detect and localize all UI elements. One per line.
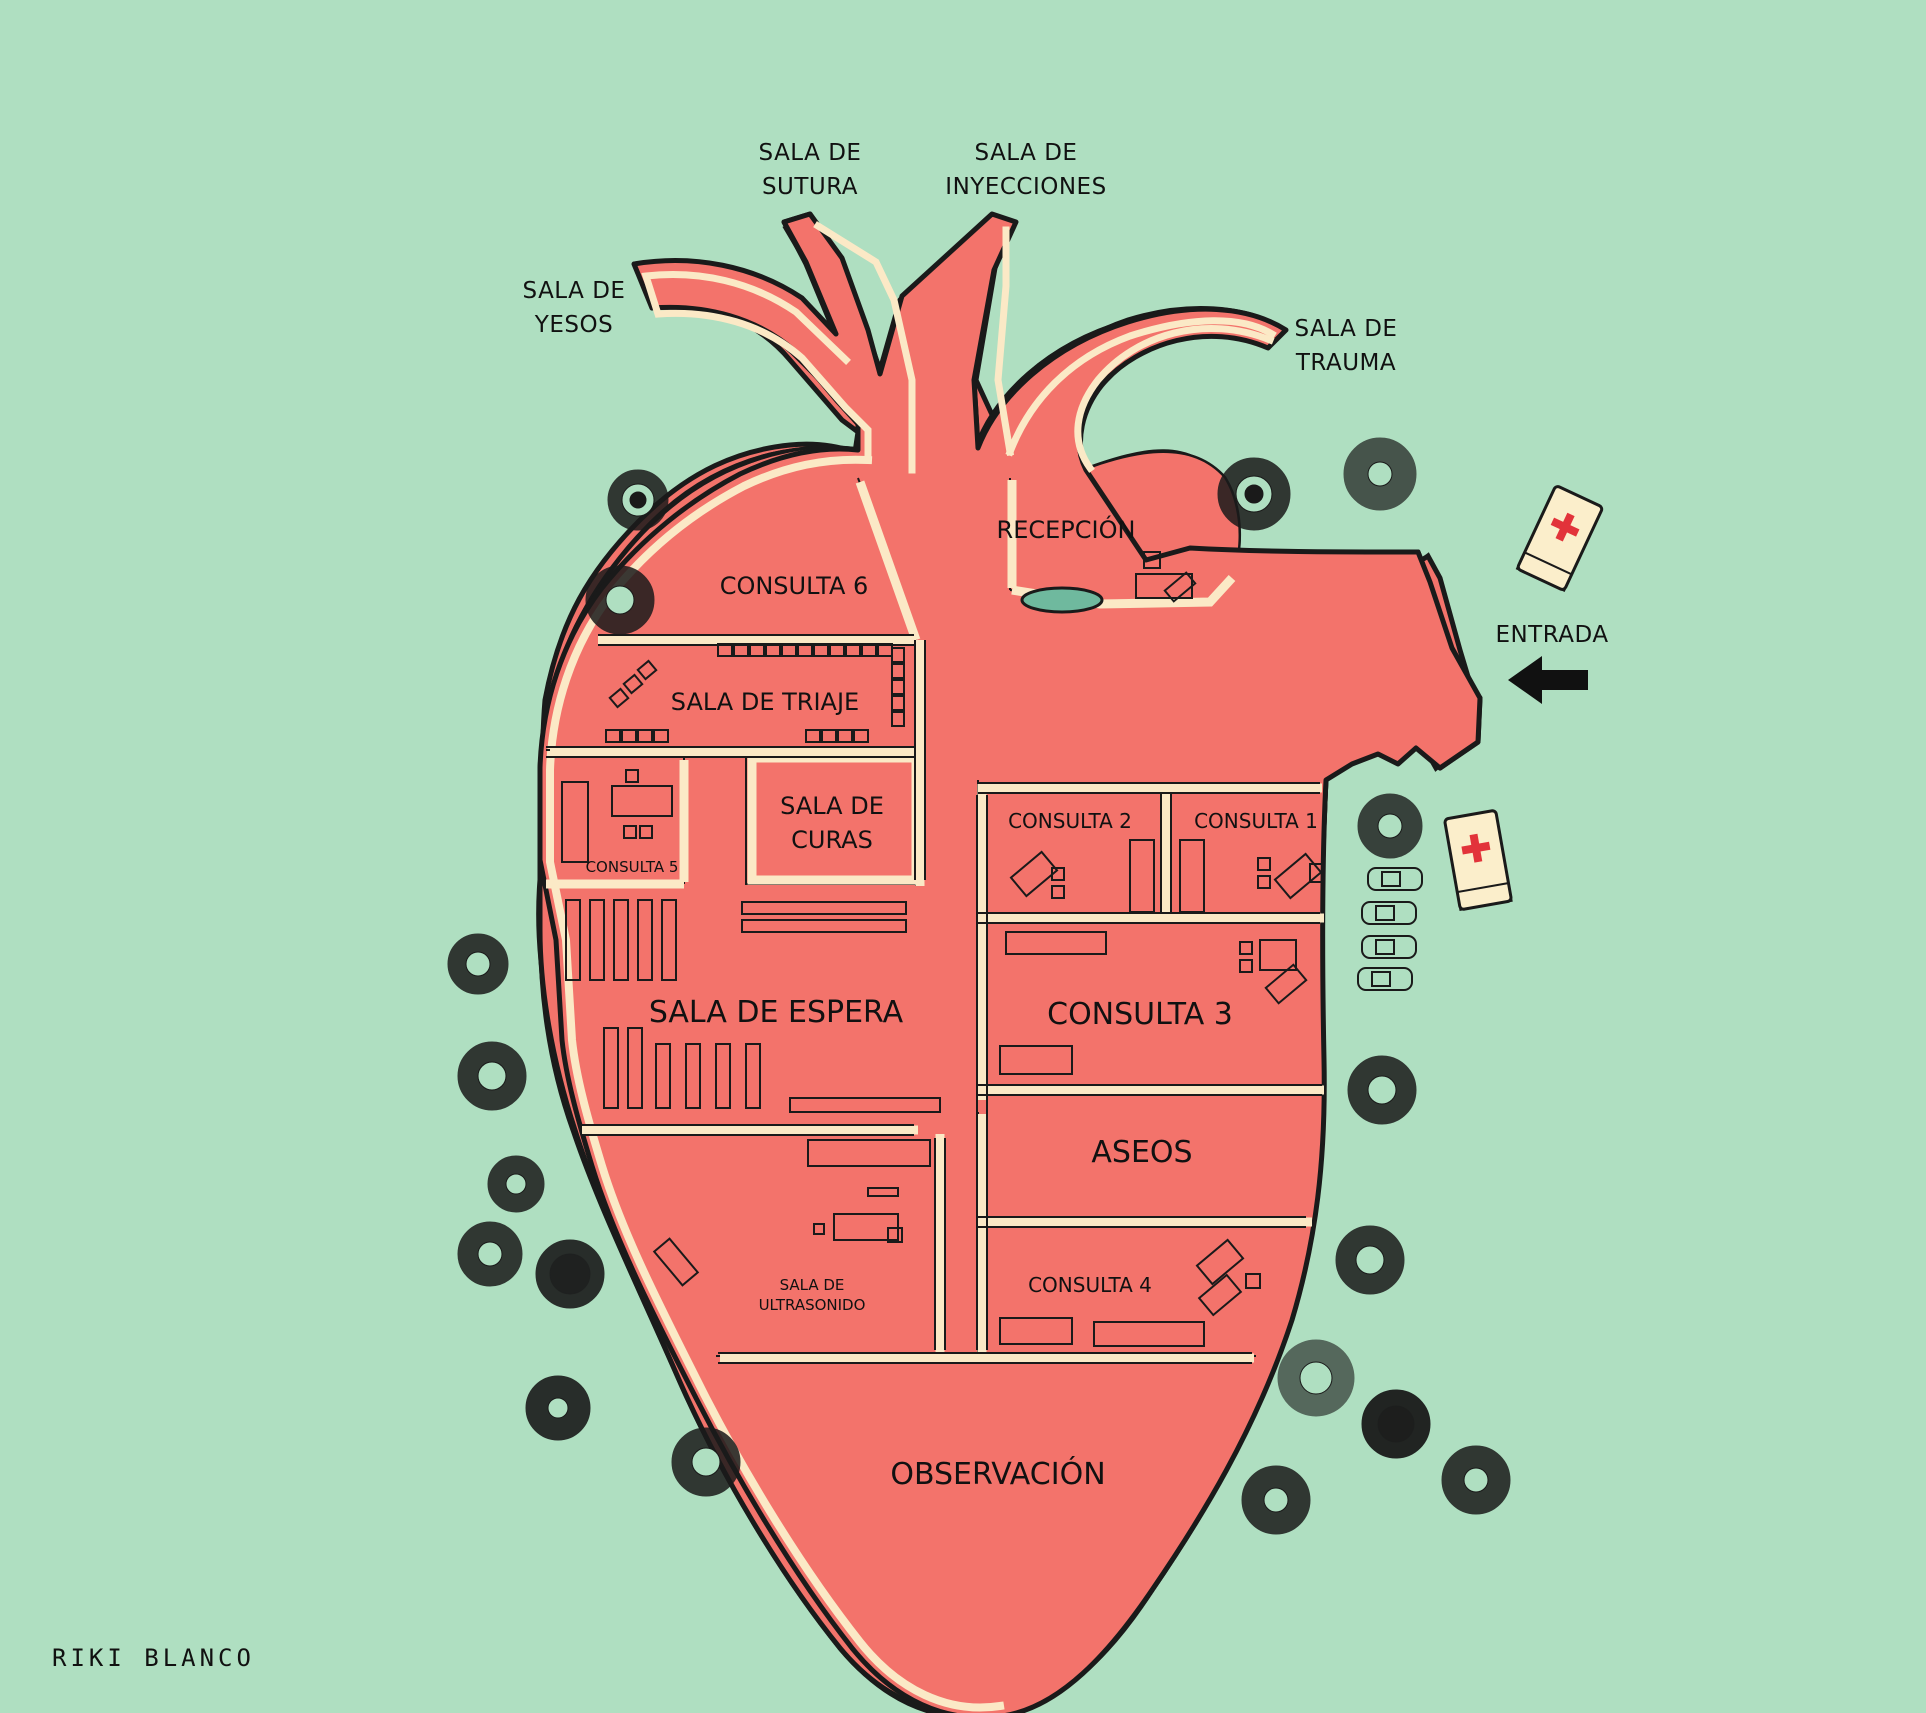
label-consulta5: CONSULTA 5	[586, 858, 679, 876]
consulta3-furniture	[999, 931, 1308, 1075]
tree-icon	[535, 1239, 605, 1309]
heart-visible	[537, 211, 1483, 1713]
label-curas-1: SALA DE	[780, 792, 884, 820]
label-yesos-1: SALA DE	[523, 278, 626, 304]
label-consulta6: CONSULTA 6	[720, 572, 869, 600]
consulta5-furniture	[561, 769, 673, 863]
label-consulta1: CONSULTA 1	[1194, 809, 1318, 833]
consulta2-furniture	[1009, 839, 1205, 913]
trauma-inner	[1074, 325, 1275, 473]
tree-icon	[1335, 1225, 1405, 1295]
left-arrow-icon	[1508, 656, 1588, 704]
label-observacion: OBSERVACIÓN	[890, 1455, 1105, 1492]
tree-icon	[1361, 1389, 1431, 1459]
car-icon	[1361, 901, 1417, 925]
label-inyecciones-1: SALA DE	[975, 140, 1078, 166]
tree-icon	[1347, 1055, 1417, 1125]
car-icon	[1357, 967, 1413, 991]
label-espera: SALA DE ESPERA	[649, 995, 904, 1030]
triaje-chairs-bottom	[605, 729, 869, 743]
tree-icon	[457, 1041, 527, 1111]
label-entrada: ENTRADA	[1495, 622, 1608, 648]
label-ultrasonido-1: SALA DE	[780, 1276, 845, 1294]
ultrasonido-furniture	[652, 1139, 931, 1287]
label-consulta2: CONSULTA 2	[1008, 809, 1132, 833]
label-recepcion: RECEPCIÓN	[997, 514, 1136, 544]
espera-chairs	[565, 899, 941, 1113]
ambulance-icon-2	[1443, 809, 1513, 911]
tree-icon	[487, 1155, 545, 1213]
label-aseos: ASEOS	[1091, 1135, 1192, 1170]
tree-icon	[1277, 1339, 1355, 1417]
furniture	[561, 551, 1325, 1347]
consulta4-furniture	[999, 1238, 1261, 1347]
tree-icon	[1343, 437, 1417, 511]
car-icon	[1367, 867, 1423, 891]
pond	[1020, 586, 1104, 614]
tree-icon	[525, 1375, 591, 1441]
triaje-chairs-left	[608, 659, 658, 709]
exterior-labels: SALA DE SUTURA SALA DE INYECCIONES SALA …	[523, 140, 1609, 648]
tree-icon	[1241, 1465, 1311, 1535]
label-consulta3: CONSULTA 3	[1047, 997, 1233, 1032]
label-ultrasonido-2: ULTRASONIDO	[759, 1296, 866, 1314]
label-yesos-2: YESOS	[534, 312, 613, 338]
aorta-wall-r2	[1005, 317, 1277, 457]
label-sutura-1: SALA DE	[759, 140, 862, 166]
tree-icon	[457, 1221, 523, 1287]
car-icon	[1361, 935, 1417, 959]
aorta-wall-r1	[994, 226, 1015, 457]
label-triaje: SALA DE TRIAJE	[671, 688, 859, 716]
label-trauma-1: SALA DE	[1295, 316, 1398, 342]
tree-icon	[1441, 1445, 1511, 1515]
tree-icon	[607, 469, 669, 531]
parked-cars	[1357, 867, 1423, 991]
consulta1-furniture	[1257, 852, 1325, 900]
label-curas-2: CURAS	[791, 826, 873, 854]
tree-icon	[671, 1427, 741, 1497]
aorta-wall-left	[641, 271, 872, 464]
room-labels: RECEPCIÓN CONSULTA 6 SALA DE TRIAJE SALA…	[586, 514, 1318, 1492]
tree-icon	[585, 565, 655, 635]
label-inyecciones-2: INYECCIONES	[945, 174, 1106, 200]
tree-icon	[1217, 457, 1291, 531]
trees	[447, 437, 1511, 1535]
artist-signature: RIKI BLANCO	[52, 1644, 255, 1672]
triaje-chairs-right	[891, 647, 905, 727]
tree-icon	[447, 933, 509, 995]
tree-icon	[1357, 793, 1423, 859]
recepcion-furniture	[1135, 551, 1197, 603]
label-consulta4: CONSULTA 4	[1028, 1273, 1152, 1297]
label-sutura-2: SUTURA	[762, 174, 858, 200]
wall-outlines	[546, 634, 1322, 1364]
label-trauma-2: TRAUMA	[1295, 350, 1396, 376]
ambulance-icon	[1515, 485, 1604, 593]
heart-fill	[537, 211, 1483, 1713]
aorta-wall-mid	[813, 221, 916, 474]
